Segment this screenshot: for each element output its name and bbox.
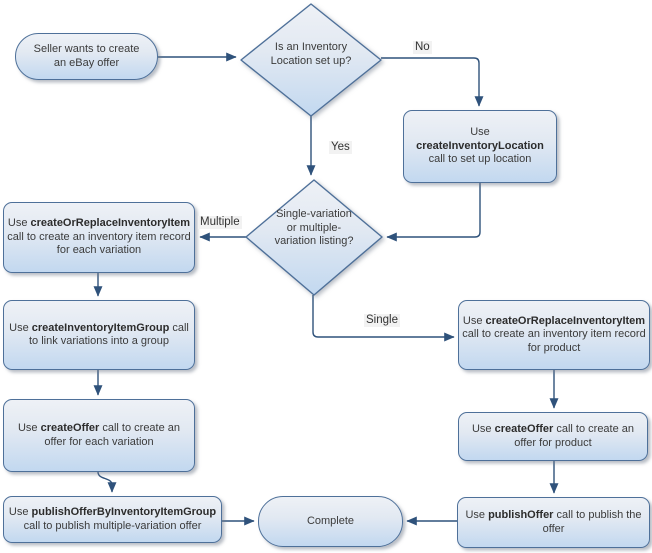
node-complete: Complete: [258, 496, 403, 547]
node-right-create-or-replace-item: Use createOrReplaceInventoryItem call to…: [458, 300, 650, 370]
edge-d2-single-to-right1: [312, 295, 455, 342]
edge-create-location-to-d2: [386, 183, 481, 242]
node-complete-label: Complete: [306, 514, 355, 527]
node-left-create-item-group: Use createInventoryItemGroup call to lin…: [3, 300, 195, 370]
decision-variation-shape: [245, 179, 383, 296]
decision-variation-label: Single-variation or multiple- variation …: [274, 208, 354, 247]
edge-left3-to-left4: [97, 471, 117, 493]
node-right-publish-offer: Use publishOffer call to publish the off…: [457, 497, 650, 548]
edge-label-single: Single: [364, 314, 400, 327]
node-left-publish-offer-group: Use publishOfferByInventoryItemGroup cal…: [3, 496, 222, 543]
decision-inventory-location-shape: [240, 3, 382, 117]
flow-edges: [93, 52, 559, 526]
edge-label-no: No: [413, 41, 432, 54]
node-right-create-offer-label: Use createOffer call to create an offer …: [471, 423, 635, 449]
node-left-create-offer: Use createOffer call to create an offer …: [3, 399, 195, 472]
decision-inventory-location-label: Is an Inventory Location set up?: [270, 41, 352, 67]
node-right-create-offer: Use createOffer call to create an offer …: [458, 412, 648, 461]
node-right-create-or-replace-item-label: Use createOrReplaceInventoryItem call to…: [462, 314, 646, 354]
node-left-publish-offer-group-label: Use publishOfferByInventoryItemGroup cal…: [8, 506, 217, 532]
edge-label-multiple: Multiple: [198, 216, 242, 229]
node-start-label: Seller wants to create an eBay offer: [33, 43, 140, 69]
edge-d1-no-to-create-location: [381, 57, 484, 107]
node-left-create-item-group-label: Use createInventoryItemGroup call to lin…: [9, 321, 189, 348]
node-create-inventory-location-label: Use createInventoryLocation call to set …: [416, 126, 544, 166]
node-left-create-offer-label: Use createOffer call to create an offer …: [17, 422, 181, 448]
node-right-publish-offer-label: Use publishOffer call to publish the off…: [465, 509, 642, 535]
node-create-inventory-location: Use createInventoryLocation call to set …: [403, 110, 557, 183]
node-start: Seller wants to create an eBay offer: [15, 33, 158, 80]
node-left-create-or-replace-item: Use createOrReplaceInventoryItem call to…: [3, 202, 195, 273]
edge-label-yes: Yes: [329, 141, 352, 154]
node-left-create-or-replace-item-label: Use createOrReplaceInventoryItem call to…: [7, 217, 191, 257]
